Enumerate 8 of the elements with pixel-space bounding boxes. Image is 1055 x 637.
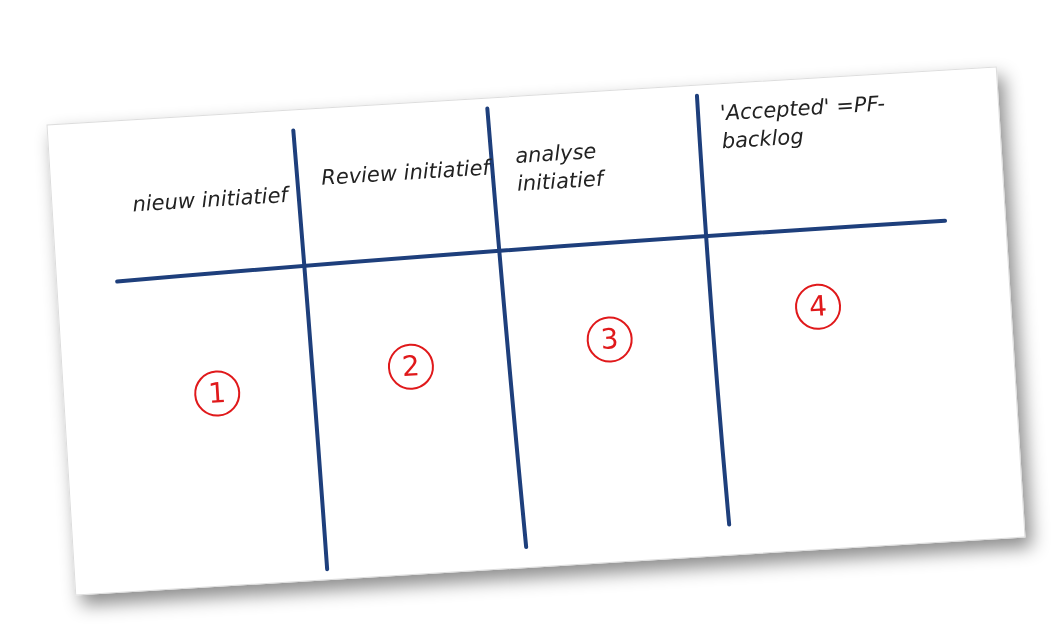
column-heading: 'Accepted' =PF-backlog <box>719 90 887 156</box>
circled-number: 1 <box>192 369 242 418</box>
circled-number: 2 <box>386 342 436 392</box>
column-heading: nieuw initiatief <box>131 181 291 219</box>
circled-number: 3 <box>585 315 634 364</box>
circled-number: 4 <box>793 282 843 332</box>
column-heading: Review initiatief <box>320 154 492 192</box>
column-heading: analyse initiatief <box>514 138 606 199</box>
